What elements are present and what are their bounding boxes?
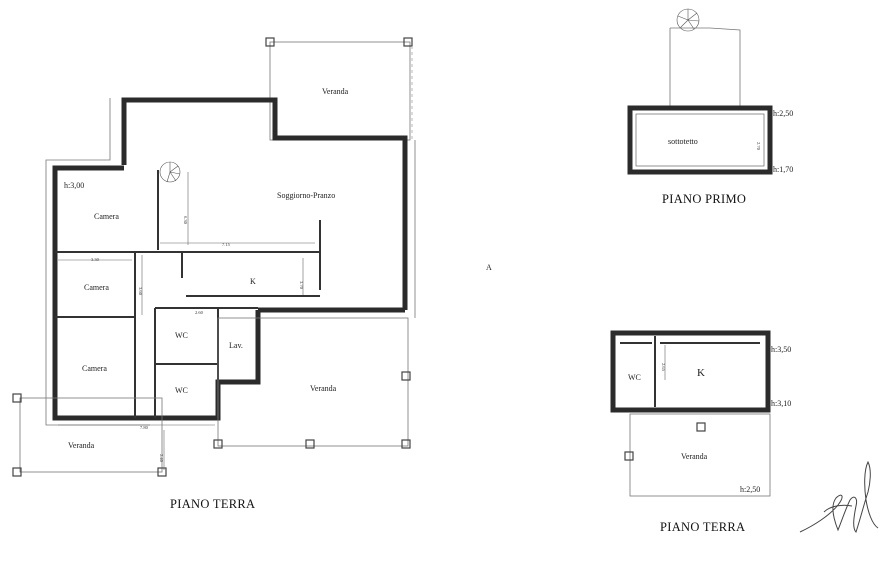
annex-plan: WC K 2.65 h:3,50 h:3,10 Veranda h:2,50 P… (610, 330, 791, 534)
dim-260: 2.60 (195, 310, 204, 315)
house-walls (52, 97, 408, 421)
annex-height-1: h:3,50 (771, 345, 791, 354)
dim-370: 3.70 (299, 281, 304, 290)
veranda-left-area (12, 393, 167, 477)
annex-wc-label: WC (628, 373, 641, 382)
wc-2-label: WC (175, 386, 188, 395)
kitchen-label: K (250, 277, 256, 286)
soggiorno-label: Soggiorno-Pranzo (277, 191, 335, 200)
height-label: h:3,00 (64, 181, 84, 190)
main-floor-title: PIANO TERRA (170, 497, 255, 511)
veranda-bottom-label: Veranda (310, 384, 337, 393)
annex-veranda-label: Veranda (681, 452, 708, 461)
lav-label: Lav. (229, 341, 243, 350)
dim-780: 7.80 (140, 425, 149, 430)
signature (799, 460, 879, 533)
dimension-lines (58, 172, 315, 470)
annex-kitchen-label: K (697, 367, 705, 379)
upper-height-top: h:2,50 (773, 109, 793, 118)
sottotetto-label: sottotetto (668, 137, 698, 146)
main-plan: Veranda Soggiorno-Pranzo h:3,00 Camera C… (12, 37, 416, 511)
upper-dim: 2.70 (756, 142, 761, 151)
annex-dim: 2.65 (661, 363, 666, 372)
upper-plan: sottotetto h:2,50 h:1,70 2.70 PIANO PRIM… (627, 8, 793, 206)
north-mark: A (486, 263, 492, 272)
camera-3-label: Camera (82, 364, 107, 373)
veranda-top-label: Veranda (322, 87, 349, 96)
veranda-bottom-area (213, 317, 411, 449)
veranda-left-label: Veranda (68, 441, 95, 450)
dim-630: 6.30 (183, 216, 188, 225)
upper-floor-title: PIANO PRIMO (662, 192, 746, 206)
camera-1-label: Camera (94, 212, 119, 221)
spiral-stair-top-icon (676, 8, 700, 32)
spiral-stair-icon (159, 161, 181, 183)
upper-height-bottom: h:1,70 (773, 165, 793, 174)
dim-715: 7.15 (222, 242, 231, 247)
wc-1-label: WC (175, 331, 188, 340)
dim-240: 2.40 (159, 454, 164, 463)
camera-2-label: Camera (84, 283, 109, 292)
house-outline-thin (45, 98, 416, 426)
dim-330: 3.30 (91, 257, 100, 262)
annex-floor-title: PIANO TERRA (660, 520, 745, 534)
dim-360: 3.60 (138, 287, 143, 296)
annex-height-2: h:3,10 (771, 399, 791, 408)
annex-height-3: h:2,50 (740, 485, 760, 494)
